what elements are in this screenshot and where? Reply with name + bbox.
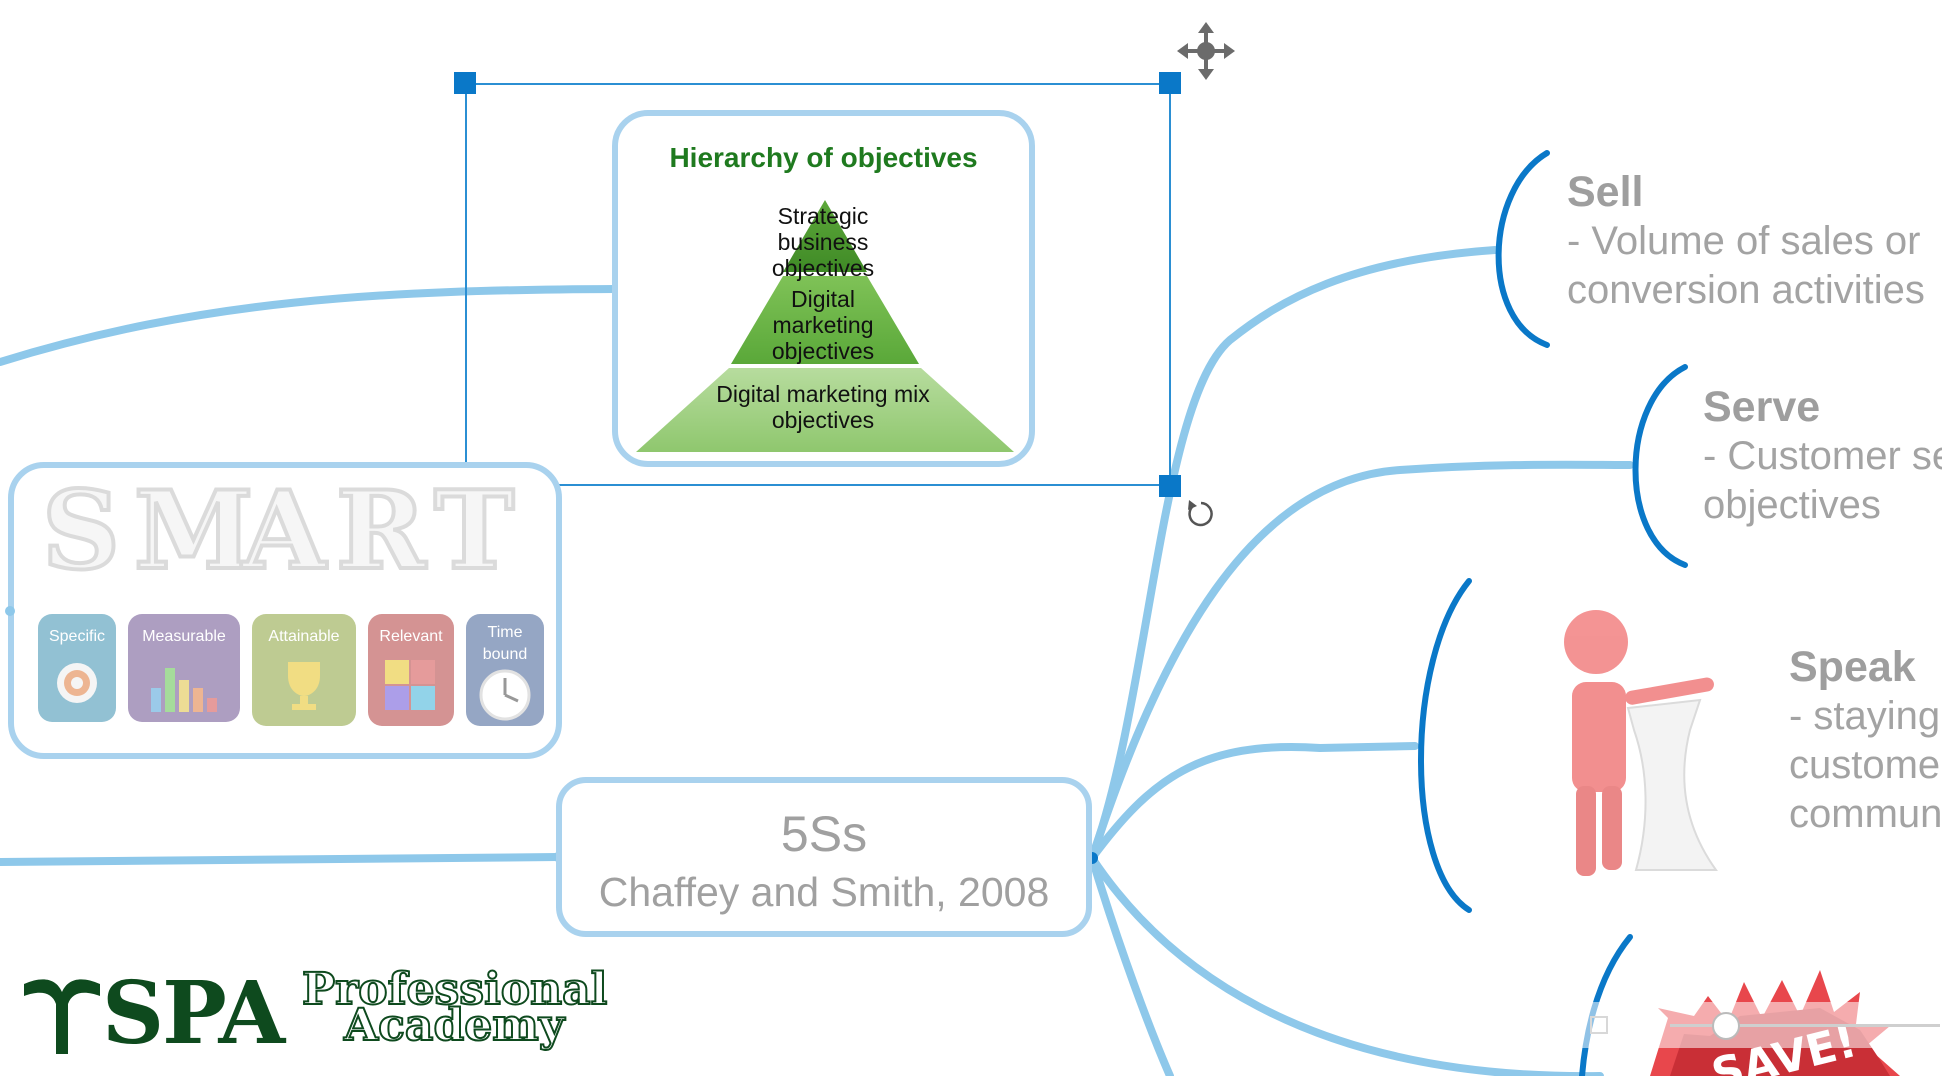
central-node-subtitle: Chaffey and Smith, 2008 xyxy=(598,869,1050,915)
logo-line1: Professional xyxy=(301,964,608,1015)
pyramid-level-middle xyxy=(731,276,919,364)
speaker-at-podium-image xyxy=(1564,610,1718,876)
branch-speak-title: Speak xyxy=(1789,643,1916,691)
central-node-5ss[interactable]: 5Ss Chaffey and Smith, 2008 xyxy=(556,777,1092,937)
logo-spa-text: SPA xyxy=(102,963,285,1064)
smart-card-time-bound: Time bound xyxy=(466,614,544,726)
pyramid-label-mix: Digital marketing mix objectives xyxy=(716,381,930,433)
pyramid-label-digital: Digital marketing objectives xyxy=(771,286,875,364)
branch-serve-desc: - Customer se objectives xyxy=(1703,434,1942,527)
pyramid-level-bottom xyxy=(636,368,1014,452)
resize-handle-top-right[interactable] xyxy=(1159,72,1181,94)
branch-sell[interactable]: Sell - Volume of sales or conversion act… xyxy=(1567,168,1925,315)
resize-handle-bottom-right[interactable] xyxy=(1159,475,1181,497)
move-icon[interactable] xyxy=(1175,20,1237,82)
trophy-icon xyxy=(288,662,320,710)
branch-speak-desc: - staying custome commun xyxy=(1789,694,1942,836)
bar-chart-icon xyxy=(151,668,217,712)
seek-bar[interactable] xyxy=(1670,1024,1940,1027)
central-node-title: 5Ss xyxy=(780,806,868,862)
logo-mark-icon xyxy=(24,979,100,1054)
spa-professional-academy-logo: SPA Professional Academy xyxy=(22,964,622,1064)
hierarchy-title: Hierarchy of objectives xyxy=(669,142,978,173)
smart-card-relevant: Relevant xyxy=(368,614,454,726)
branch-sell-title: Sell xyxy=(1567,168,1644,216)
smart-letters: S M A R T xyxy=(40,466,516,596)
smart-connector-dot xyxy=(5,606,15,616)
selection-frame[interactable] xyxy=(465,83,1171,486)
resize-handle-top-left[interactable] xyxy=(454,72,476,94)
puzzle-icon xyxy=(385,660,435,710)
target-icon xyxy=(57,663,97,703)
branch-serve[interactable]: Serve - Customer se objectives xyxy=(1703,383,1942,530)
smart-card-specific: Specific xyxy=(38,614,116,722)
pyramid-label-strategic: Strategic business objectives xyxy=(771,203,875,281)
pyramid-graphic xyxy=(636,200,1014,452)
hierarchy-node[interactable]: Hierarchy of objectives Strategic busine… xyxy=(612,110,1035,467)
fullscreen-icon[interactable] xyxy=(1590,1016,1608,1034)
branch-speak[interactable]: Speak - staying custome commun xyxy=(1789,643,1942,839)
rotate-icon[interactable] xyxy=(1183,496,1219,532)
media-control-bar[interactable] xyxy=(1500,1002,1940,1048)
smart-card-measurable: Measurable xyxy=(128,614,240,722)
logo-line2: Academy xyxy=(343,1000,565,1051)
branch-serve-title: Serve xyxy=(1703,383,1821,431)
smart-node[interactable]: S M A R T Specific Measurable Attainable… xyxy=(8,462,562,759)
smart-card-attainable: Attainable xyxy=(252,614,356,726)
clock-icon xyxy=(479,669,531,721)
seek-bar-thumb[interactable] xyxy=(1712,1012,1740,1040)
pyramid-level-top xyxy=(783,200,867,272)
branch-sell-desc: - Volume of sales or conversion activiti… xyxy=(1567,219,1925,312)
